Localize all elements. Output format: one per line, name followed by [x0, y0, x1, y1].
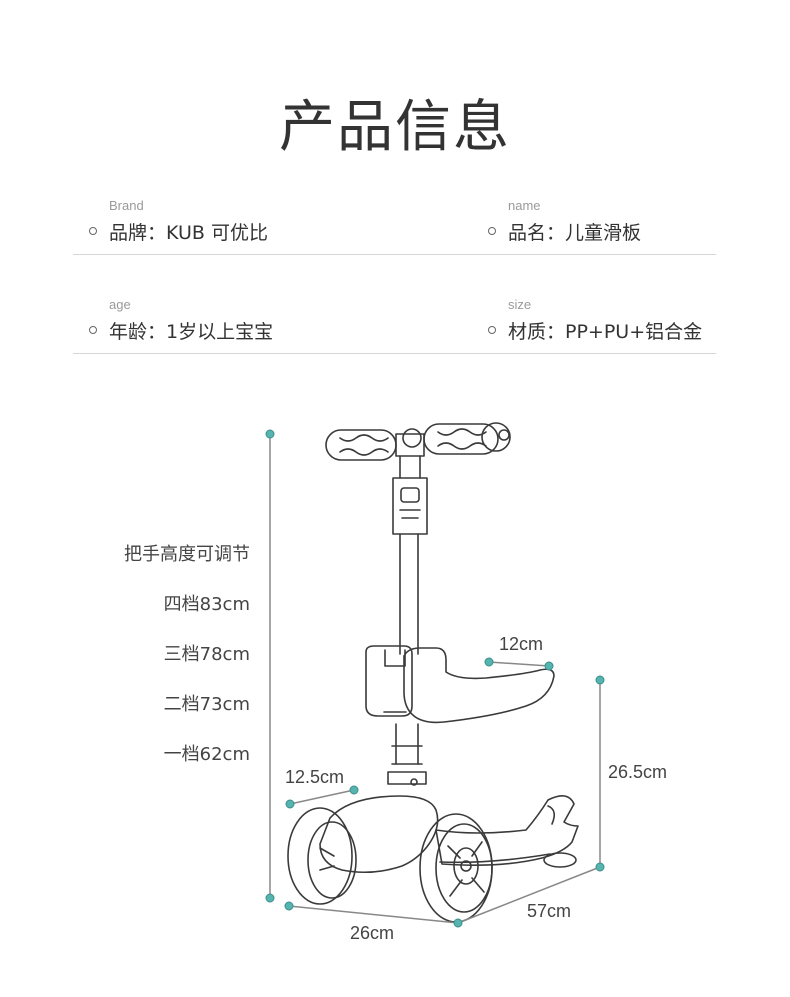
dimension-dot — [453, 918, 463, 928]
dimension-dot — [595, 675, 605, 685]
front-left-wheel — [287, 807, 357, 905]
deck — [319, 795, 579, 874]
divider — [73, 353, 716, 354]
dimension-dot — [284, 901, 294, 911]
page-title: 产品信息 — [279, 95, 511, 160]
dimension-dot — [265, 429, 275, 439]
height-level-2: 二档73cm — [163, 694, 250, 715]
age-en-label: age — [109, 297, 131, 312]
dimension-dot — [265, 893, 275, 903]
name-en-label: name — [508, 198, 541, 213]
dimension-dot — [484, 657, 494, 667]
info-material: size 材质：PP+PU+铝合金 — [472, 297, 712, 347]
info-age: age 年龄：1岁以上宝宝 — [73, 297, 393, 347]
bullet-icon — [89, 326, 97, 334]
age-value: 年龄：1岁以上宝宝 — [109, 321, 274, 343]
deck-dimension-label: 12.5cm — [285, 767, 345, 787]
material-value: 材质：PP+PU+铝合金 — [508, 321, 703, 343]
seat-dimension-label: 12cm — [499, 634, 544, 654]
info-brand: Brand 品牌：KUB 可优比 — [73, 198, 393, 248]
height-level-1: 一档62cm — [163, 744, 250, 765]
handlebar-right-grip — [423, 422, 511, 455]
dimension-dot — [349, 785, 359, 795]
bullet-icon — [488, 227, 496, 235]
dimension-dot — [595, 862, 605, 872]
height-level-4: 四档83cm — [163, 594, 250, 615]
dimension-dot — [285, 799, 295, 809]
brand-value: 品牌：KUB 可优比 — [109, 222, 268, 244]
bullet-icon — [89, 227, 97, 235]
length-dimension-label: 57cm — [527, 901, 572, 921]
brand-en-label: Brand — [109, 198, 144, 213]
size-en-label: size — [508, 297, 532, 312]
dimension-dot — [544, 661, 554, 671]
rear-wheel — [543, 852, 577, 868]
handlebar-left-grip — [325, 429, 397, 461]
width-dimension-label: 26cm — [350, 923, 395, 943]
height-level-3: 三档78cm — [163, 644, 250, 665]
info-name: name 品名：儿童滑板 — [472, 198, 712, 248]
front-right-wheel — [419, 813, 493, 923]
divider — [73, 254, 716, 255]
name-value: 品名：儿童滑板 — [508, 222, 642, 244]
height-adjust-heading: 把手高度可调节 — [124, 544, 250, 565]
height-clamp — [392, 477, 428, 535]
seat — [365, 645, 555, 724]
rear-height-label: 26.5cm — [608, 762, 668, 782]
bullet-icon — [488, 326, 496, 334]
